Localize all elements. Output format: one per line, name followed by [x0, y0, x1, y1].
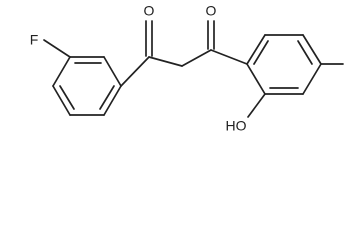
bond-c-f [43, 39, 71, 58]
aromatic-double-bond [253, 40, 269, 65]
bond [120, 56, 150, 87]
bond [210, 49, 248, 65]
bond [302, 63, 322, 95]
hydroxymethylphenyl-ring [246, 34, 322, 95]
carbonyl-oxygen-left-label: O [144, 3, 155, 19]
bond [246, 34, 266, 65]
fluorine-label: F [30, 32, 39, 48]
carbonyl-oxygen-right-label: O [206, 3, 217, 19]
bond-c-oh [247, 93, 266, 118]
bond [148, 56, 183, 67]
aromatic-double-bond [99, 85, 115, 110]
bond [103, 85, 122, 116]
bond [181, 49, 212, 67]
aromatic-double-bond [59, 85, 75, 110]
bond [52, 85, 71, 116]
hydroxyl-label: HO [226, 118, 247, 134]
fluorophenyl-ring [52, 56, 122, 116]
structural-formula: F O O HO [30, 3, 344, 134]
aromatic-double-bond [297, 40, 313, 65]
bond [302, 34, 322, 65]
bond [246, 63, 266, 95]
bond [52, 56, 71, 87]
bond [103, 56, 122, 87]
